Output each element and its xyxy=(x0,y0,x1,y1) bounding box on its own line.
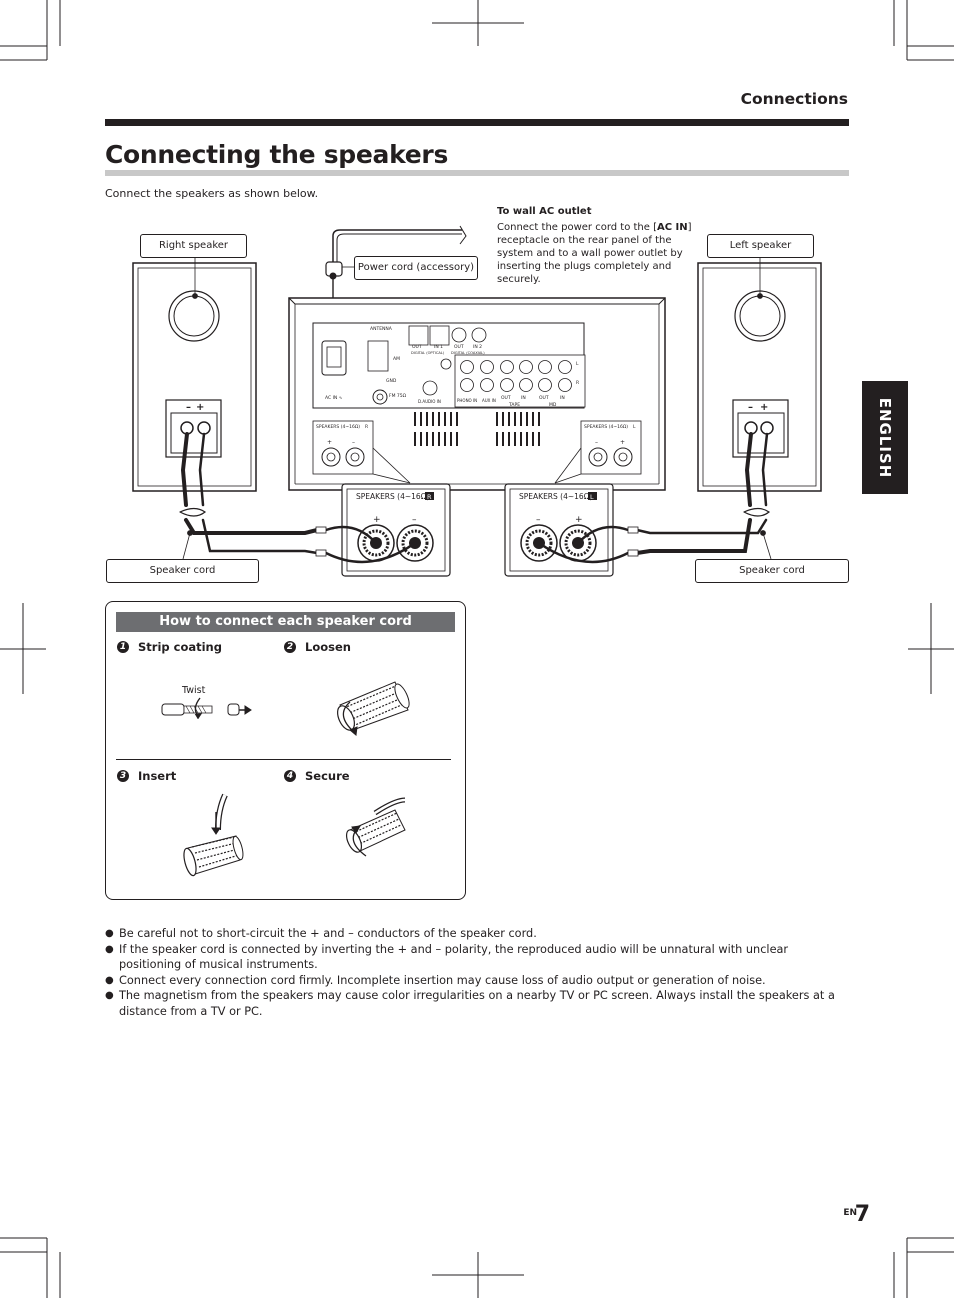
svg-text:D.AUDIO IN: D.AUDIO IN xyxy=(418,399,441,404)
howto-panel xyxy=(105,601,466,900)
right-speaker: – + xyxy=(132,262,257,492)
svg-text:L: L xyxy=(633,424,636,430)
svg-text:AUX IN: AUX IN xyxy=(482,398,496,403)
svg-text:SPEAKERS (4~16Ω): SPEAKERS (4~16Ω) xyxy=(519,492,592,501)
svg-text:+: + xyxy=(196,402,204,413)
svg-text:–: – xyxy=(186,402,191,413)
step-1-number: 1 xyxy=(117,641,129,653)
section-header: Connections xyxy=(740,90,848,108)
note-item: ●The magnetism from the speakers may cau… xyxy=(105,989,835,1018)
svg-text:+: + xyxy=(760,402,768,413)
step-3-label: Insert xyxy=(138,769,177,783)
note-item: ●Connect every connection cord firmly. I… xyxy=(105,973,766,987)
svg-text:+: + xyxy=(620,439,625,446)
svg-text:–: – xyxy=(352,439,355,446)
connection-diagram: – + – + xyxy=(132,225,822,577)
svg-text:AM: AM xyxy=(393,356,400,362)
svg-text:L: L xyxy=(576,361,579,367)
svg-text:IN 1: IN 1 xyxy=(434,344,443,350)
svg-text:R: R xyxy=(576,380,579,386)
note-item: ●If the speaker cord is connected by inv… xyxy=(105,942,789,972)
svg-text:ANTENNA: ANTENNA xyxy=(370,326,393,332)
step-2-label: Loosen xyxy=(305,640,351,654)
bullet-dot-icon: ● xyxy=(105,943,114,955)
howto-divider xyxy=(116,759,451,760)
svg-text:–: – xyxy=(412,515,417,525)
top-rule xyxy=(105,119,849,126)
svg-text:OUT: OUT xyxy=(501,395,511,401)
title-rule xyxy=(105,170,849,176)
step-4-label: Secure xyxy=(305,769,350,783)
page-title: Connecting the speakers xyxy=(105,140,449,169)
intro-text: Connect the speakers as shown below. xyxy=(105,187,319,200)
zoom-lines xyxy=(372,447,582,484)
speaker-cords xyxy=(179,432,771,564)
speaker-terminal-l-zoom: SPEAKERS (4~16Ω) L – + xyxy=(504,483,614,577)
svg-text:L: L xyxy=(590,493,594,501)
rear-panel xyxy=(288,297,666,491)
svg-text:+: + xyxy=(373,515,381,525)
left-speaker-label: Left speaker xyxy=(707,234,814,258)
svg-text:–: – xyxy=(595,439,598,446)
note-item: ●Be careful not to short-circuit the + a… xyxy=(105,927,537,940)
step-1-label: Strip coating xyxy=(138,640,222,654)
svg-text:OUT: OUT xyxy=(412,344,422,350)
svg-text:OUT: OUT xyxy=(539,395,549,401)
language-tab-label: ENGLISH xyxy=(876,397,894,478)
left-speaker: – + xyxy=(697,262,822,492)
howto-illustrations xyxy=(161,681,410,877)
svg-text:–: – xyxy=(748,402,753,413)
bullet-dot-icon: ● xyxy=(105,974,114,986)
outlet-text-before: Connect the power cord to the [ xyxy=(497,222,657,233)
svg-text:DIGITAL (COAXIAL): DIGITAL (COAXIAL) xyxy=(451,351,485,355)
insert-illustration xyxy=(183,793,244,877)
svg-text:OUT: OUT xyxy=(454,344,464,350)
bullet-dot-icon: ● xyxy=(105,990,114,1001)
speaker-cord-left-label: Speaker cord xyxy=(106,559,259,583)
step-2-number: 2 xyxy=(284,641,296,653)
notes-list: ●Be careful not to short-circuit the + a… xyxy=(105,926,850,1019)
leader-lines xyxy=(182,256,772,560)
svg-text:–: – xyxy=(536,515,541,525)
svg-text:GND: GND xyxy=(386,378,397,384)
speaker-terminal-r-zoom: SPEAKERS (4~16Ω) R + – xyxy=(341,483,451,577)
svg-text:R: R xyxy=(427,493,432,501)
svg-text:IN: IN xyxy=(521,395,526,401)
svg-text:IN 2: IN 2 xyxy=(473,344,482,350)
strip-coating-illustration xyxy=(161,697,252,720)
outlet-text-after: ] receptacle on the rear panel of the sy… xyxy=(497,222,692,285)
svg-text:SPEAKERS (4~16Ω): SPEAKERS (4~16Ω) xyxy=(316,424,360,430)
step-3-number: 3 xyxy=(117,770,129,782)
svg-text:R: R xyxy=(365,424,368,430)
svg-text:IN: IN xyxy=(560,395,565,401)
rear-panel-labels: ANTENNA AM GND FM 75Ω AC IN ∿ OUT IN 1 O… xyxy=(316,326,636,446)
power-cord-label: Power cord (accessory) xyxy=(354,256,478,280)
svg-text:+: + xyxy=(327,439,332,446)
twist-label: Twist xyxy=(182,685,206,696)
outlet-text-acin: AC IN xyxy=(657,222,688,233)
speaker-cord-right-label: Speaker cord xyxy=(695,559,849,583)
svg-text:AC IN ∿: AC IN ∿ xyxy=(325,395,343,401)
secure-illustration xyxy=(345,797,406,857)
svg-text:SPEAKERS (4~16Ω): SPEAKERS (4~16Ω) xyxy=(356,492,429,501)
page-number: 7 xyxy=(854,1202,870,1227)
outlet-instructions: Connect the power cord to the [AC IN] re… xyxy=(497,221,707,286)
bullet-dot-icon: ● xyxy=(105,928,114,939)
right-speaker-label: Right speaker xyxy=(140,234,247,258)
svg-text:TAPE: TAPE xyxy=(508,402,520,408)
svg-text:+: + xyxy=(575,515,583,525)
page-language: EN xyxy=(843,1208,857,1218)
howto-title: How to connect each speaker cord xyxy=(116,612,455,632)
loosen-illustration xyxy=(337,681,410,736)
svg-text:DIGITAL (OPTICAL): DIGITAL (OPTICAL) xyxy=(411,351,445,355)
step-4-number: 4 xyxy=(284,770,296,782)
svg-text:PHONO IN: PHONO IN xyxy=(457,398,477,403)
svg-text:MD: MD xyxy=(549,402,557,408)
svg-text:FM 75Ω: FM 75Ω xyxy=(389,393,407,399)
language-tab: ENGLISH xyxy=(862,381,908,494)
svg-text:SPEAKERS (4~16Ω): SPEAKERS (4~16Ω) xyxy=(584,424,628,430)
outlet-heading: To wall AC outlet xyxy=(497,206,592,217)
